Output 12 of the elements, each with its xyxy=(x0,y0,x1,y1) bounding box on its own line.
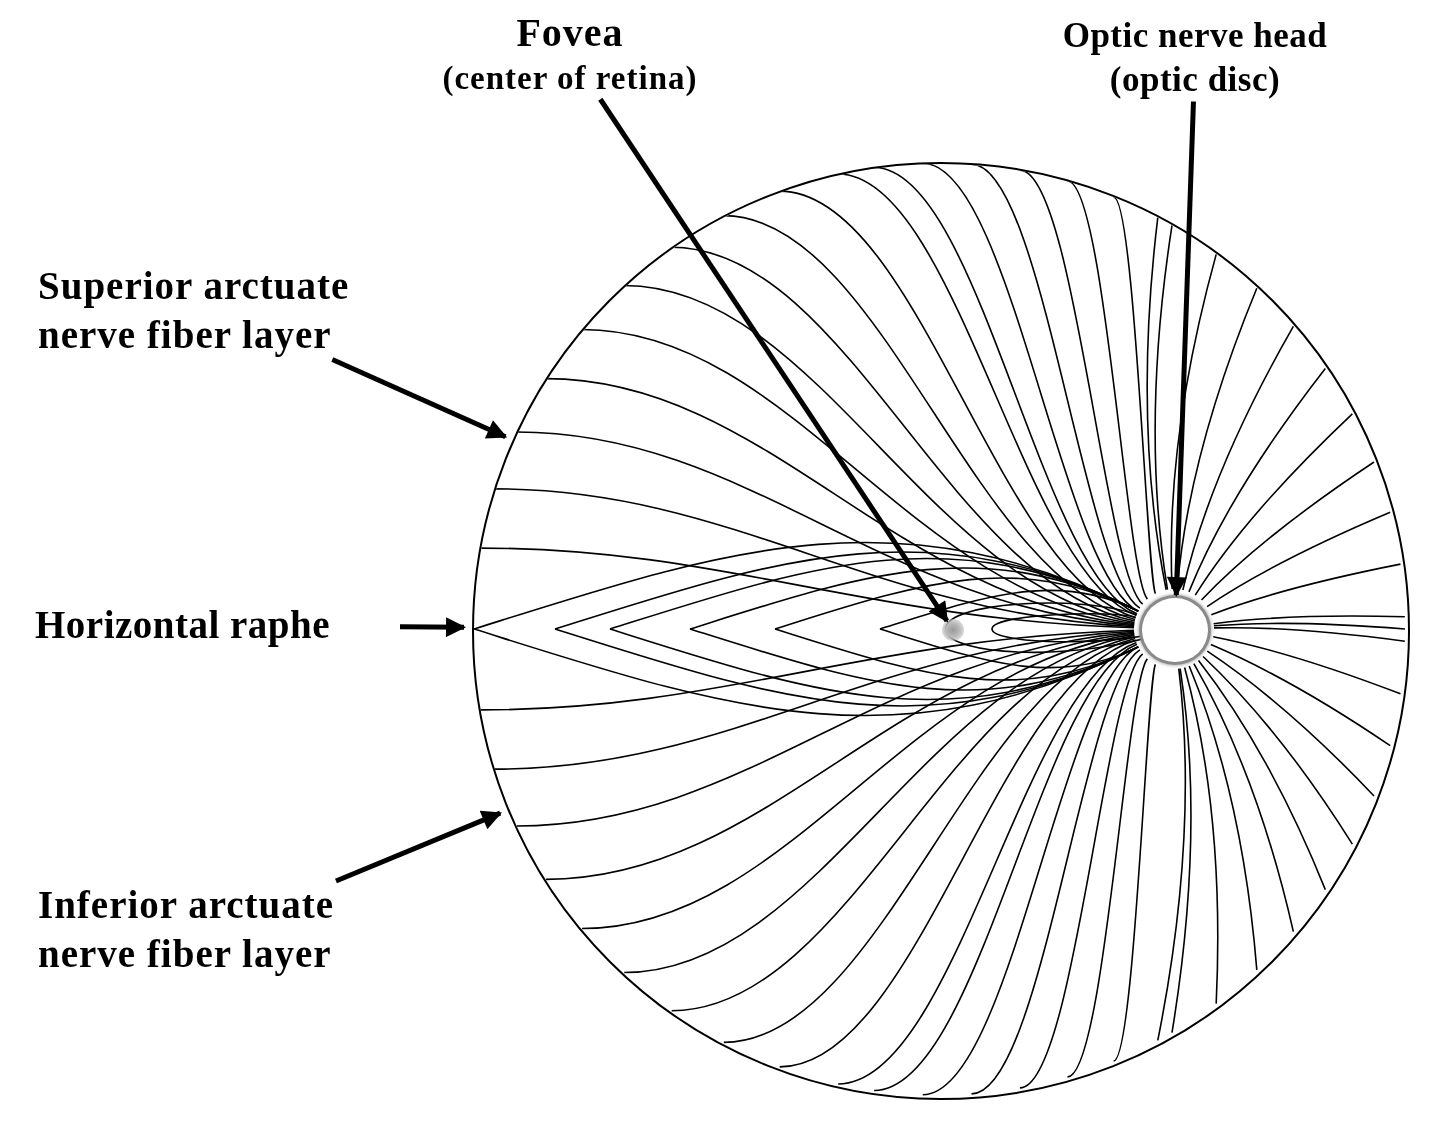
optic-disc xyxy=(1139,595,1211,665)
arrow xyxy=(331,357,508,439)
arrow xyxy=(399,617,466,638)
arrow xyxy=(335,810,502,884)
fovea-spot xyxy=(942,619,964,641)
annotation-label: Horizontal raphe xyxy=(35,601,400,650)
annotation-label: Inferior arctuate nerve fiber layer xyxy=(38,881,398,979)
annotation-label: Superior arctuate nerve fiber layer xyxy=(38,262,408,360)
arrow xyxy=(1166,101,1196,597)
annotation-label: Fovea (center of retina) xyxy=(400,8,740,100)
annotation-label: Optic nerve head (optic disc) xyxy=(1030,14,1360,102)
arrow xyxy=(598,97,949,623)
